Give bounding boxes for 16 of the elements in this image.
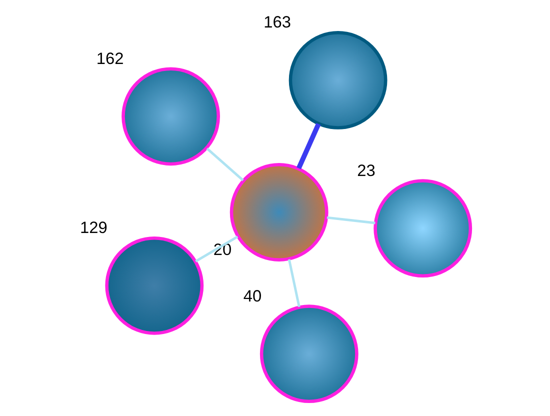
connector (296, 122, 320, 170)
node-circle (229, 163, 328, 262)
node-label: 23 (356, 162, 375, 180)
node-circle (259, 304, 358, 404)
node-circle (121, 67, 220, 166)
node-label: 163 (263, 14, 291, 32)
connector (206, 148, 244, 182)
node-label: 40 (242, 287, 262, 306)
connector (326, 216, 375, 224)
node-circle (288, 31, 387, 130)
node-circle (373, 179, 472, 278)
node-label: 162 (96, 50, 124, 68)
connector (287, 259, 300, 308)
node-circle (104, 236, 204, 335)
connector (194, 236, 238, 262)
node-label: 129 (80, 219, 107, 238)
